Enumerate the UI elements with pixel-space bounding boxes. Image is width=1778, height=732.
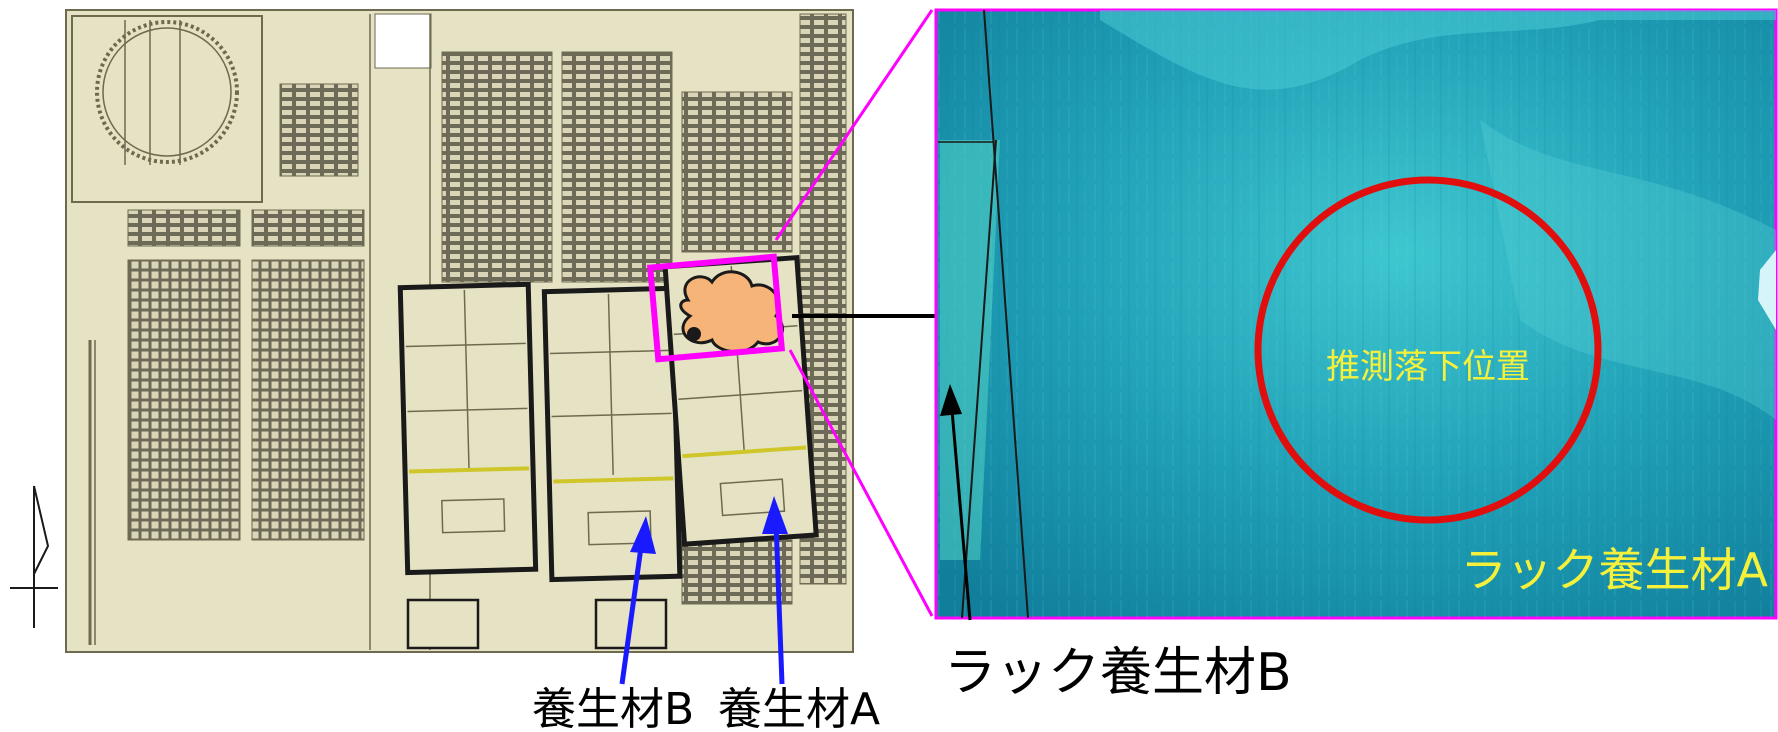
small-rack: [279, 83, 359, 177]
rack-rows-upper: [441, 13, 847, 585]
pool-plan: [10, 9, 854, 653]
cover-a-arrow: [762, 496, 788, 685]
highlight-box: [646, 253, 786, 363]
rack-cover-a-label: ラック養生材A: [1461, 543, 1769, 597]
cover-plate-left: [397, 281, 539, 576]
north-arrow-icon: [10, 485, 58, 628]
cover-plate-middle: [541, 285, 683, 583]
underwater-photo: 推測落下位置 ラック養生材A: [934, 8, 1778, 621]
opening: [374, 13, 432, 69]
cover-a-label: 養生材A: [718, 684, 880, 728]
rack-cover-b-label: ラック養生材B: [944, 643, 1292, 703]
rack-edge-line-b: [961, 139, 997, 619]
cover-b-label: 養生材B: [532, 684, 694, 728]
rack-columns-left: [88, 209, 365, 645]
drop-zone-plan: [646, 253, 786, 363]
rack-cover-b-pointer: [950, 409, 972, 621]
fixture-left: [406, 598, 480, 650]
equipment-block: [71, 15, 263, 203]
rack-edge-line-a: [983, 9, 1029, 619]
rack-rows-lower: [681, 539, 793, 605]
zoom-connector-bottom: [788, 349, 934, 617]
drop-label: 推測落下位置: [1326, 347, 1530, 387]
zoom-connector-top: [774, 9, 934, 241]
cover-b-arrow: [619, 516, 656, 685]
drop-circle: [1254, 176, 1602, 524]
